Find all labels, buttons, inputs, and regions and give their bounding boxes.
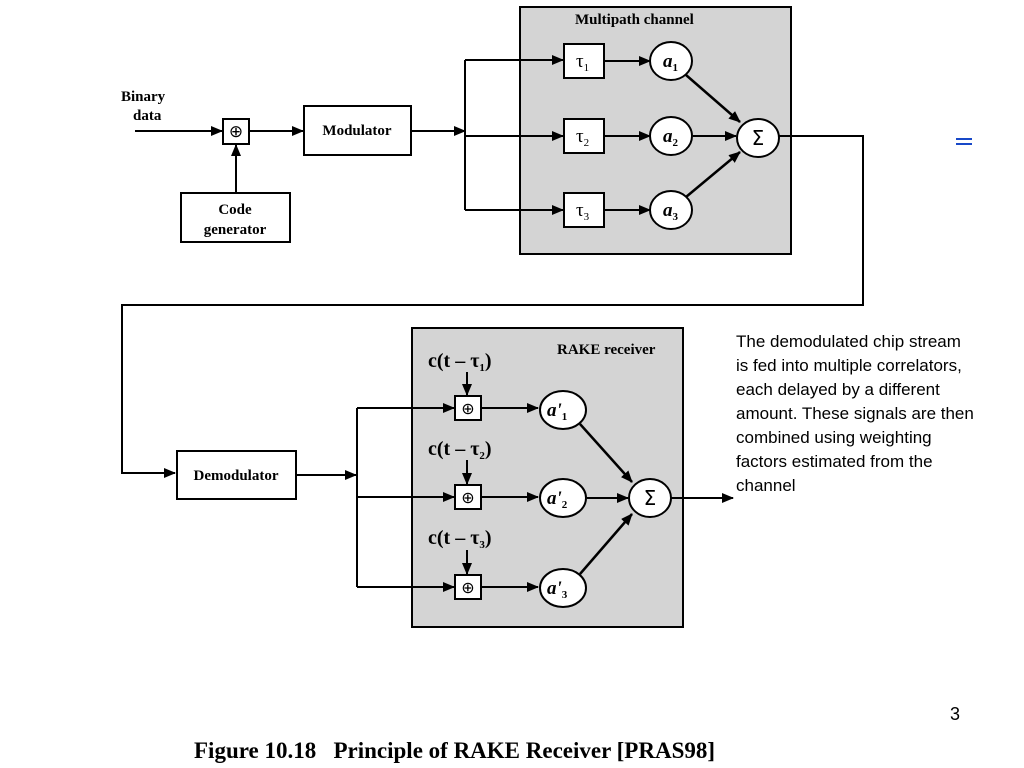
correlator-xor-symbol-3: ⊕ <box>461 578 474 597</box>
code-label-1: c(t – τ1) <box>428 350 492 374</box>
weight-circle-3 <box>539 568 587 608</box>
channel-sum-circle <box>736 118 780 158</box>
delay-tau-1: τ1 <box>576 51 589 74</box>
code-generator-label-1: Code <box>218 202 252 218</box>
weight-label-2: a'2 <box>547 488 568 511</box>
delay-box-2 <box>563 118 605 154</box>
delay-tau-3: τ3 <box>576 200 590 223</box>
demodulator-box <box>176 450 297 500</box>
rake-sum-symbol: Σ <box>644 486 657 510</box>
correlator-xor-1 <box>454 395 482 421</box>
tx-xor-symbol: ⊕ <box>229 122 243 142</box>
demodulator-label: Demodulator <box>194 468 279 484</box>
rake-receiver-title: RAKE receiver <box>557 342 656 358</box>
modulator-label: Modulator <box>322 123 392 139</box>
gain-circle-1 <box>649 41 693 81</box>
delay-tau-2: τ2 <box>576 126 589 149</box>
description-text: The demodulated chip stream is fed into … <box>736 332 974 495</box>
multipath-channel-title: Multipath channel <box>575 12 694 28</box>
modulator-box <box>303 105 412 156</box>
figure-caption: Figure 10.18 Principle of RAKE Receiver … <box>194 738 716 763</box>
delay-box-3 <box>563 192 605 228</box>
gain-label-2: a2 <box>663 126 679 149</box>
gain-label-1: a1 <box>663 51 678 74</box>
weight-label-1: a'1 <box>547 400 567 423</box>
code-generator-label-2: generator <box>204 222 267 238</box>
weight-circle-1 <box>539 390 587 430</box>
weight-label-3: a'3 <box>547 578 568 601</box>
channel-sum-symbol: Σ <box>752 126 765 150</box>
menu-bar-1 <box>956 138 972 140</box>
binary-data-label-2: data <box>133 108 162 124</box>
menu-bar-2 <box>956 143 972 145</box>
page-number: 3 <box>950 704 961 724</box>
gain-circle-3 <box>649 190 693 230</box>
binary-data-label-1: Binary <box>121 89 166 105</box>
delay-box-1 <box>563 43 605 79</box>
code-generator-box <box>180 192 291 243</box>
code-label-3: c(t – τ3) <box>428 527 492 551</box>
correlator-xor-symbol-1: ⊕ <box>461 399 474 418</box>
code-label-2: c(t – τ2) <box>428 438 492 462</box>
gain-label-3: a3 <box>663 200 679 223</box>
correlator-xor-3 <box>454 574 482 600</box>
correlator-xor-2 <box>454 484 482 510</box>
hamburger-menu-icon[interactable] <box>956 138 972 146</box>
correlator-xor-symbol-2: ⊕ <box>461 488 474 507</box>
tx-xor-box <box>222 118 250 145</box>
gain-circle-2 <box>649 116 693 156</box>
weight-circle-2 <box>539 478 587 518</box>
